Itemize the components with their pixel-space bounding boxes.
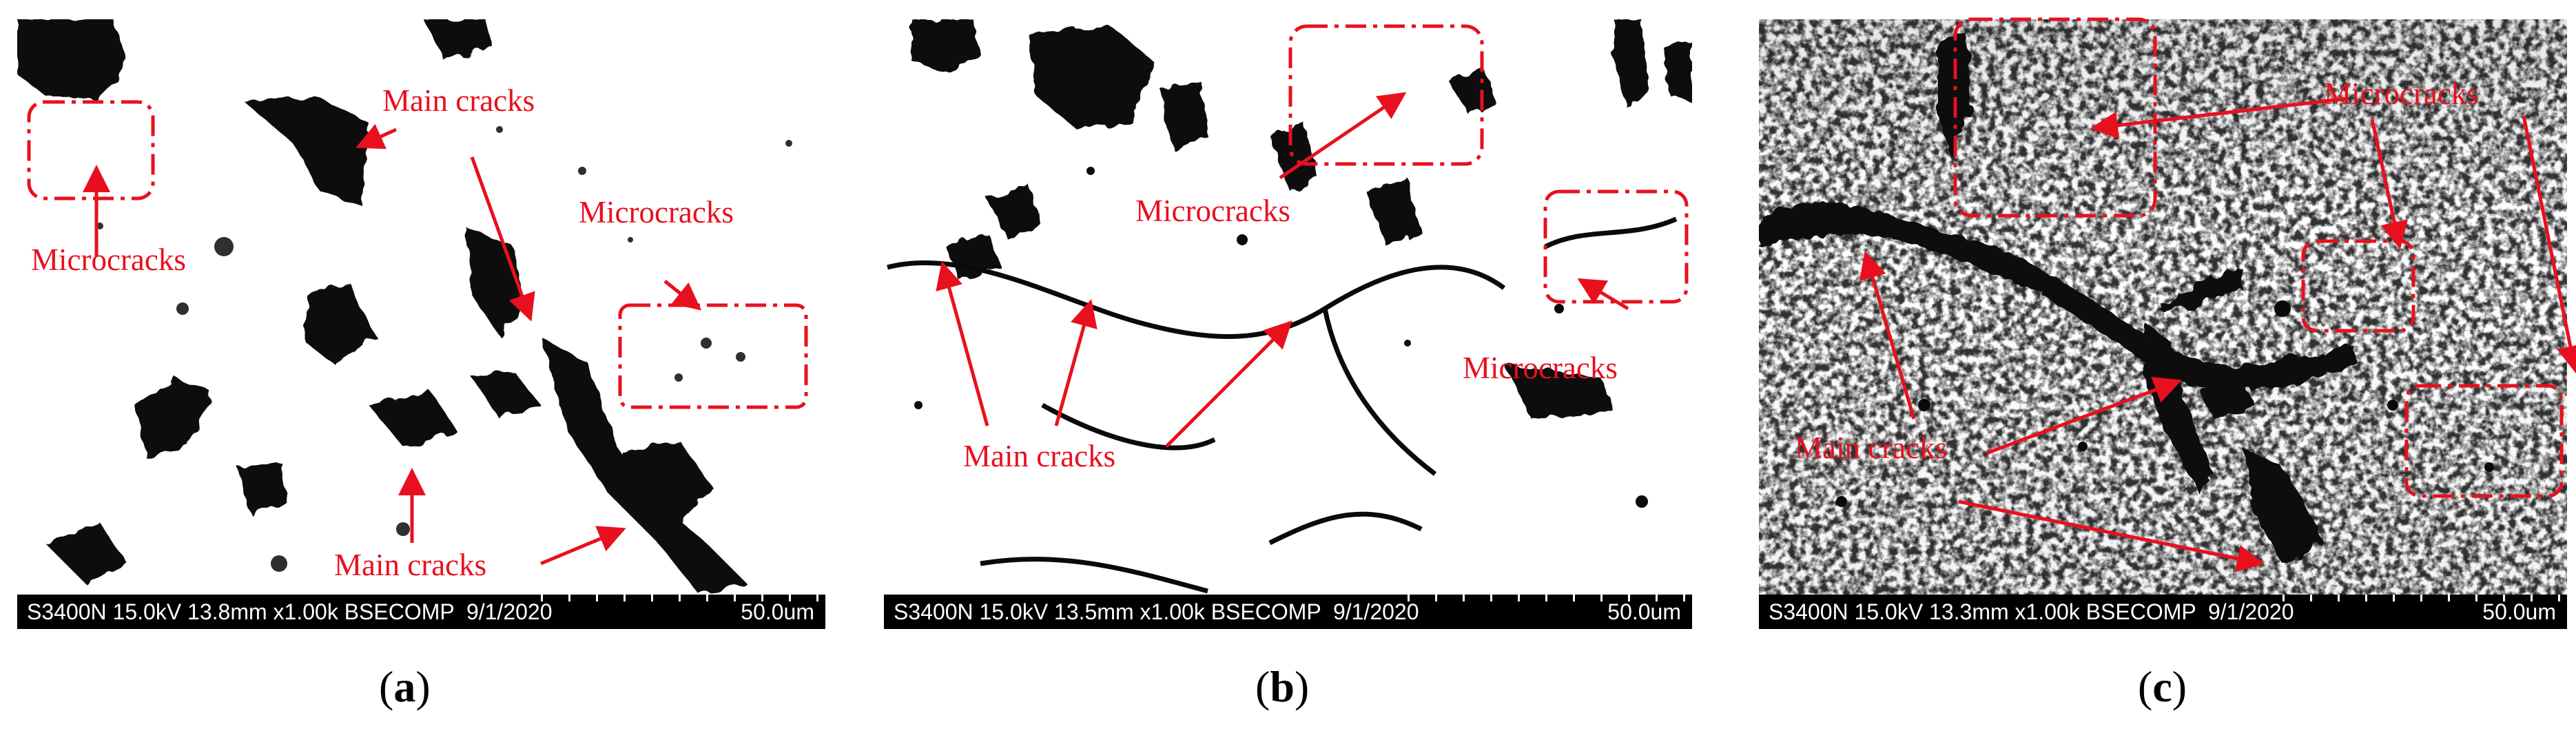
arrow-b4 xyxy=(1054,299,1098,426)
label-microcracks: Microcracks xyxy=(1463,351,1618,385)
arrow-a4 xyxy=(663,280,702,311)
sem-panel-c: Microcracks Main cracks S3400N 15.0kV 13… xyxy=(1759,17,2576,629)
microcrack-box-c3 xyxy=(2404,384,2564,498)
arrow-a3 xyxy=(470,156,535,322)
arrow-a2 xyxy=(356,123,398,150)
scale-label: 50.0um xyxy=(1607,599,1681,624)
arrow-c1 xyxy=(2090,96,2349,139)
microcrack-box-c1 xyxy=(1953,17,2157,218)
arrow-c4 xyxy=(1859,251,1916,420)
microcrack-box-c2 xyxy=(2301,239,2415,333)
label-main-cracks: Main cracks xyxy=(963,439,1116,473)
microcrack-box-b2 xyxy=(1543,189,1689,304)
scale-ticks xyxy=(2283,595,2564,601)
arrow-b5 xyxy=(1165,320,1292,448)
label-microcracks: Microcracks xyxy=(31,243,186,277)
sem-panel-a: Microcracks Main cracks Microcracks Main… xyxy=(17,19,825,629)
arrow-a6 xyxy=(540,526,626,566)
sem-databar: S3400N 15.0kV 13.8mm x1.00k BSECOMP 9/1/… xyxy=(17,595,825,629)
microcrack-box-b1 xyxy=(1288,24,1484,166)
sem-image-a xyxy=(17,19,825,629)
label-main-cracks: Main cracks xyxy=(1795,431,1948,465)
arrow-b2 xyxy=(1577,278,1629,311)
annotation-overlay-a xyxy=(27,100,808,566)
arrow-b3 xyxy=(936,261,989,426)
scale-label: 50.0um xyxy=(741,599,814,624)
microcrack-box-a2 xyxy=(618,303,808,409)
arrow-c2 xyxy=(2370,118,2408,249)
arrow-b1 xyxy=(1279,92,1407,180)
annotation-overlay-b xyxy=(936,24,1689,448)
label-main-cracks: Main cracks xyxy=(382,83,535,118)
arrow-c5 xyxy=(1986,376,2182,455)
label-main-cracks: Main cracks xyxy=(334,548,487,582)
sem-metadata: S3400N 15.0kV 13.5mm x1.00k BSECOMP 9/1/… xyxy=(894,599,1419,624)
scale-ticks xyxy=(541,595,823,601)
scale-label: 50.0um xyxy=(2482,599,2556,624)
label-microcracks: Microcracks xyxy=(579,195,734,229)
annotation-overlay-c xyxy=(1859,17,2576,573)
caption-c: (c) xyxy=(2138,662,2187,711)
sem-databar: S3400N 15.0kV 13.3mm x1.00k BSECOMP 9/1/… xyxy=(1759,595,2567,629)
sem-metadata: S3400N 15.0kV 13.8mm x1.00k BSECOMP 9/1/… xyxy=(27,599,553,624)
microcrack-box-a1 xyxy=(27,100,155,200)
caption-b: (b) xyxy=(1255,662,1310,711)
label-microcracks: Microcracks xyxy=(1135,194,1290,228)
arrow-c6 xyxy=(1958,499,2265,573)
sem-databar: S3400N 15.0kV 13.5mm x1.00k BSECOMP 9/1/… xyxy=(884,595,1692,629)
caption-a: (a) xyxy=(379,662,431,711)
scale-ticks xyxy=(1408,595,1689,601)
label-microcracks: Microcracks xyxy=(2324,76,2479,111)
arrow-c3 xyxy=(2522,115,2576,373)
sem-panel-b: Microcracks Microcracks Main cracks S340… xyxy=(884,19,1692,629)
sem-metadata: S3400N 15.0kV 13.3mm x1.00k BSECOMP 9/1/… xyxy=(1769,599,2294,624)
